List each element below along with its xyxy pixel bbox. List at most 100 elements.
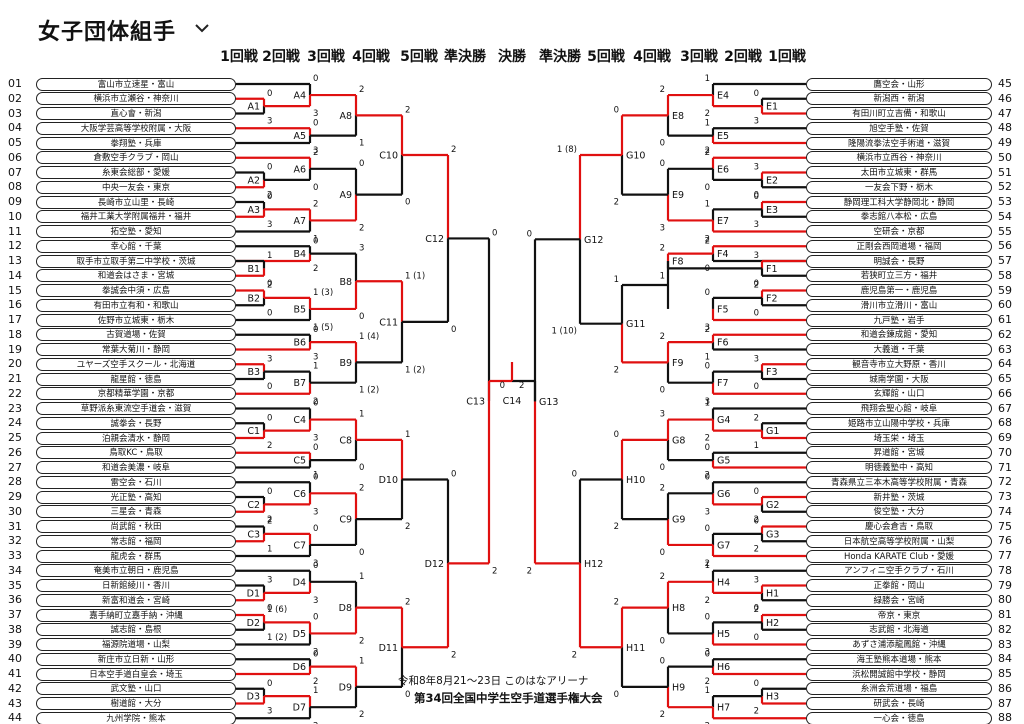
seed-number: 44 [8, 711, 22, 724]
match-score: 2 [267, 441, 272, 451]
team-name: 俊空塾・大分 [806, 505, 992, 519]
seed-number: 67 [998, 401, 1012, 415]
seed-number: 88 [998, 711, 1012, 724]
team-name: 正拳館・岡山 [806, 579, 992, 592]
match-score: 0 [614, 105, 619, 115]
match-score: 0 [660, 463, 665, 473]
team-name: 取手市立取手第二中学校・茨城 [36, 254, 236, 268]
seed-number: 09 [8, 195, 22, 208]
seed-number: 08 [8, 180, 22, 194]
seed-number: 48 [998, 121, 1012, 135]
match-score: 2 [705, 677, 710, 687]
match-label: B2 [247, 293, 260, 304]
match-label: H7 [717, 703, 730, 714]
round-label: 準決勝 [444, 49, 486, 65]
team-name: 正剛会西岡道場・福岡 [806, 239, 992, 253]
team-name: 鹿児島第一・鹿児島 [806, 284, 992, 297]
match-score: 3 [660, 223, 665, 233]
match-score: 0 [359, 548, 364, 558]
seed-number: 15 [8, 283, 22, 297]
match-score: 2 [705, 109, 710, 119]
match-score: 0 [660, 636, 665, 646]
title-dropdown-button[interactable] [190, 16, 214, 40]
seed-number: 53 [998, 195, 1012, 208]
team-name: 尚武館・秋田 [36, 520, 236, 533]
match-score: 2 [660, 483, 665, 493]
match-score: 0 [705, 612, 710, 622]
match-score: 1 (8) [557, 145, 577, 155]
match-score: 2 [614, 365, 619, 375]
seed-number: 61 [998, 313, 1012, 326]
team-name: 鷹空会・山形 [806, 77, 992, 91]
match-label: H4 [717, 577, 730, 588]
team-name: 有田川町立吉備・和歌山 [806, 107, 992, 120]
match-score: 1 (2) [405, 365, 425, 375]
match-label: A2 [247, 175, 260, 186]
match-label: D8 [339, 603, 352, 614]
match-score: 1 [705, 399, 710, 409]
match-score: 0 [705, 472, 710, 482]
match-score: 0 [405, 690, 410, 700]
team-name: 有田市立有和・和歌山 [36, 298, 236, 312]
seed-number: 26 [8, 445, 22, 459]
match-score: 0 [705, 443, 710, 453]
seed-number: 62 [998, 327, 1012, 341]
seed-number: 24 [8, 416, 22, 430]
team-name: 鳥取KC・鳥取 [36, 446, 236, 460]
match-score: 0 [313, 561, 318, 571]
match-score: 0 [313, 236, 318, 246]
match-score: 0 [754, 190, 759, 200]
team-name: 空研会・京都 [806, 225, 992, 238]
footer-event-name: 第34回全国中学生空手道選手権大会 [414, 691, 603, 705]
seed-number: 79 [998, 578, 1012, 592]
match-score: 0 [660, 548, 665, 558]
team-name: 武文塾・山口 [36, 682, 236, 696]
seed-number: 74 [998, 504, 1012, 518]
team-name: 雷空会・石川 [36, 475, 236, 489]
match-label: G1 [766, 426, 779, 437]
match-label: E1 [766, 102, 778, 113]
team-name: 志武館・北海道 [806, 623, 992, 637]
seed-number: 14 [8, 268, 22, 282]
seed-number: 86 [998, 681, 1012, 695]
match-label: B8 [339, 277, 352, 288]
match-score: 0 [705, 288, 710, 298]
match-score: 0 [267, 192, 272, 202]
seed-number: 77 [998, 549, 1012, 562]
match-label: A1 [247, 102, 260, 113]
match-score: 0 [754, 517, 759, 527]
team-name: 佐野市立城東・栃木 [36, 313, 236, 327]
match-label: E8 [672, 111, 684, 122]
match-score: 0 [359, 463, 364, 473]
match-score: 0 [754, 679, 759, 689]
match-score: 3 [754, 576, 759, 586]
seed-number: 33 [8, 549, 22, 562]
match-label: F6 [717, 338, 729, 349]
match-label: C4 [293, 415, 306, 426]
match-label: G6 [717, 489, 730, 500]
team-name: 青森県立三本木高等学校附属・青森 [806, 475, 992, 489]
team-name: 帝京・東京 [806, 608, 992, 622]
match-score: 0 [754, 487, 759, 497]
match-score: 1 (10) [551, 327, 577, 337]
match-score: 0 [754, 279, 759, 289]
seed-number: 11 [8, 224, 22, 238]
match-label: F9 [672, 358, 684, 369]
match-label: G8 [672, 435, 685, 446]
footer-date-venue: 令和8年8月21〜23日 このはなアリーナ [398, 675, 589, 687]
team-name: 緑勝会・宮崎 [806, 593, 992, 607]
match-score: 0 [614, 690, 619, 700]
team-name: 若狭町立三方・福井 [806, 269, 992, 283]
page-title: 女子団体組手 [38, 20, 177, 45]
match-score: 1 [705, 686, 710, 696]
team-name: 福源院道場・山梨 [36, 638, 236, 651]
match-label: D4 [293, 577, 306, 588]
seed-number: 25 [8, 431, 22, 444]
match-label: F1 [766, 264, 778, 275]
match-score: 1 [313, 235, 318, 245]
match-label: G5 [717, 456, 730, 467]
match-label: E3 [766, 205, 778, 216]
team-name: 三星会・青森 [36, 505, 236, 519]
match-score: 3 [267, 576, 272, 586]
